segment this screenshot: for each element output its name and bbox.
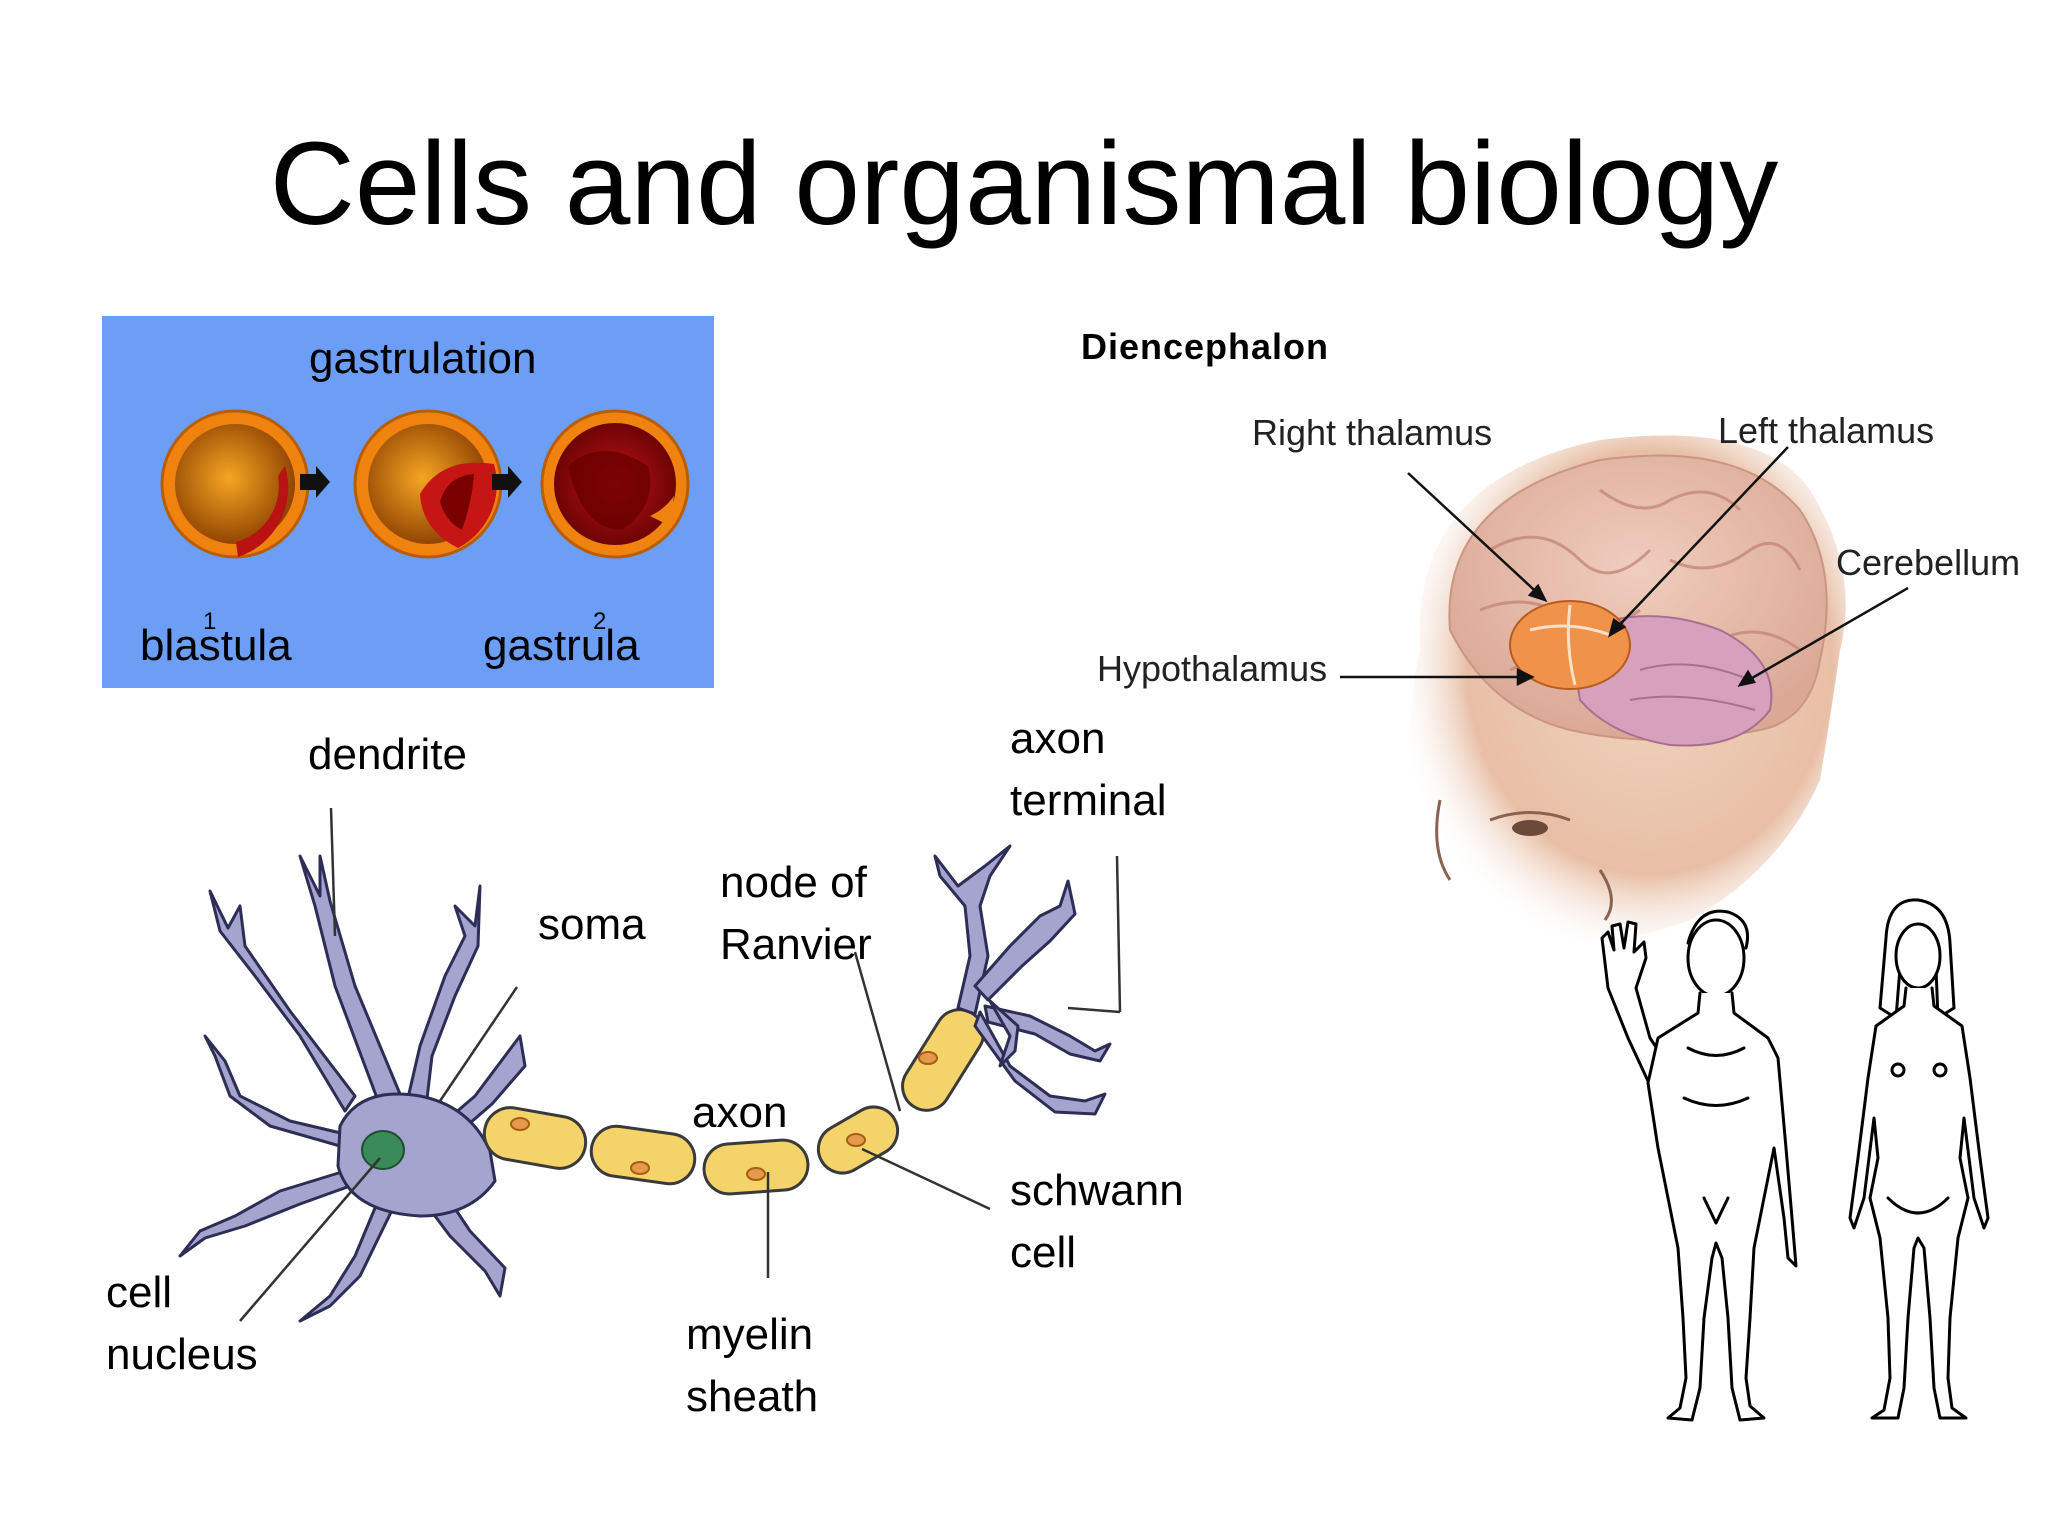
neuron-illustration [178, 807, 1122, 1323]
stage-number-2: 2 [593, 608, 607, 635]
cell-nucleus-label-line1: cell [106, 1268, 173, 1317]
gastrula-embryo [540, 409, 690, 559]
left-thalamus-label: Left thalamus [1718, 410, 1935, 451]
gastrulation-illustration [160, 409, 690, 559]
arrow-right-icon [300, 466, 330, 498]
face-features [1435, 799, 1613, 921]
gastrula-label: gastrula [483, 621, 640, 670]
schwann-cell-label-line1: schwann [1010, 1166, 1184, 1215]
axon-terminal-label-line2: terminal [1010, 776, 1167, 825]
cell-nucleus-label-line2: nucleus [106, 1330, 258, 1379]
human-figures-illustration [1600, 898, 1990, 1422]
gastrulation-heading: gastrulation [309, 334, 537, 383]
node-of-ranvier-label-line2: Ranvier [720, 920, 872, 969]
diencephalon-title: Diencephalon [1081, 326, 1330, 367]
axon-terminal-branches [933, 844, 1112, 1116]
right-thalamus-label: Right thalamus [1252, 412, 1493, 453]
cerebellum-label: Cerebellum [1836, 542, 2021, 583]
early-gastrula-embryo [353, 409, 503, 559]
brain-pointer-arrows [1340, 446, 1909, 687]
schwann-cell-nuclei [510, 1051, 938, 1181]
thalamus-shape [1509, 600, 1631, 690]
node-of-ranvier-label-line1: node of [720, 858, 867, 907]
pointer-lines [239, 807, 1122, 1322]
neuron-dendrites [178, 854, 527, 1323]
axon-terminal-label-line1: axon [1010, 714, 1106, 763]
schwann-cell-label-line2: cell [1010, 1228, 1077, 1277]
female-figure [1848, 898, 1990, 1420]
arrow-right-icon [492, 466, 522, 498]
myelin-sheath-label-line2: sheath [686, 1372, 819, 1421]
blastula-label: blastula [140, 621, 292, 670]
hypothalamus-label: Hypothalamus [1097, 648, 1328, 689]
cell-nucleus [361, 1130, 405, 1170]
myelin-sheath-segments [482, 1008, 985, 1196]
soma-label: soma [538, 900, 646, 949]
brain-head-illustration [1340, 435, 1909, 940]
gastrulation-panel [102, 316, 714, 688]
blastula-embryo [160, 409, 310, 559]
dendrite-label: dendrite [308, 730, 468, 779]
myelin-sheath-label-line1: myelin [686, 1310, 814, 1359]
male-figure [1600, 909, 1798, 1422]
axon-label: axon [692, 1088, 788, 1137]
slide-title: Cells and organismal biology [269, 118, 1779, 250]
stage-number-1: 1 [203, 608, 217, 635]
